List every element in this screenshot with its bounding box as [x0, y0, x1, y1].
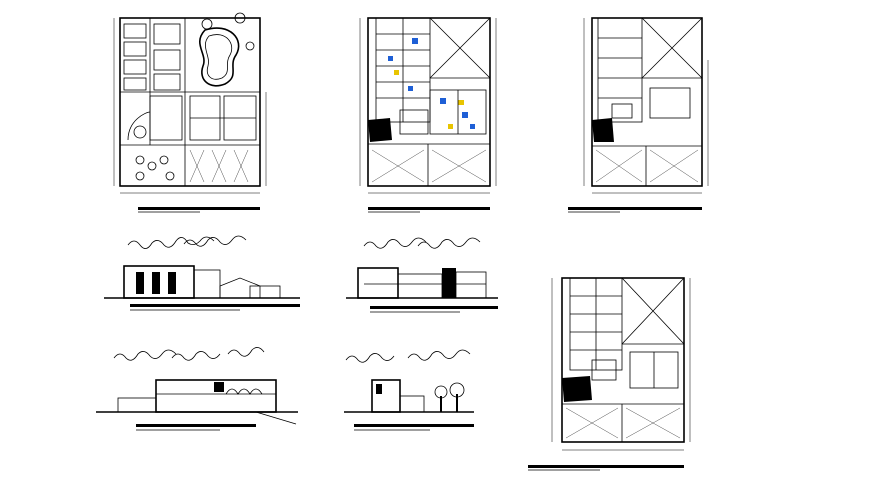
- elevation-2: [346, 237, 498, 313]
- elevation-4: [344, 349, 474, 431]
- pool-outline: [199, 27, 240, 87]
- elevation-3: [96, 347, 298, 431]
- floor-plan-1: [113, 12, 267, 213]
- floor-plan-4: [528, 277, 691, 471]
- floor-plan-2: [359, 17, 497, 213]
- floor-plan-3: [568, 17, 709, 213]
- elevation-1: [104, 235, 300, 311]
